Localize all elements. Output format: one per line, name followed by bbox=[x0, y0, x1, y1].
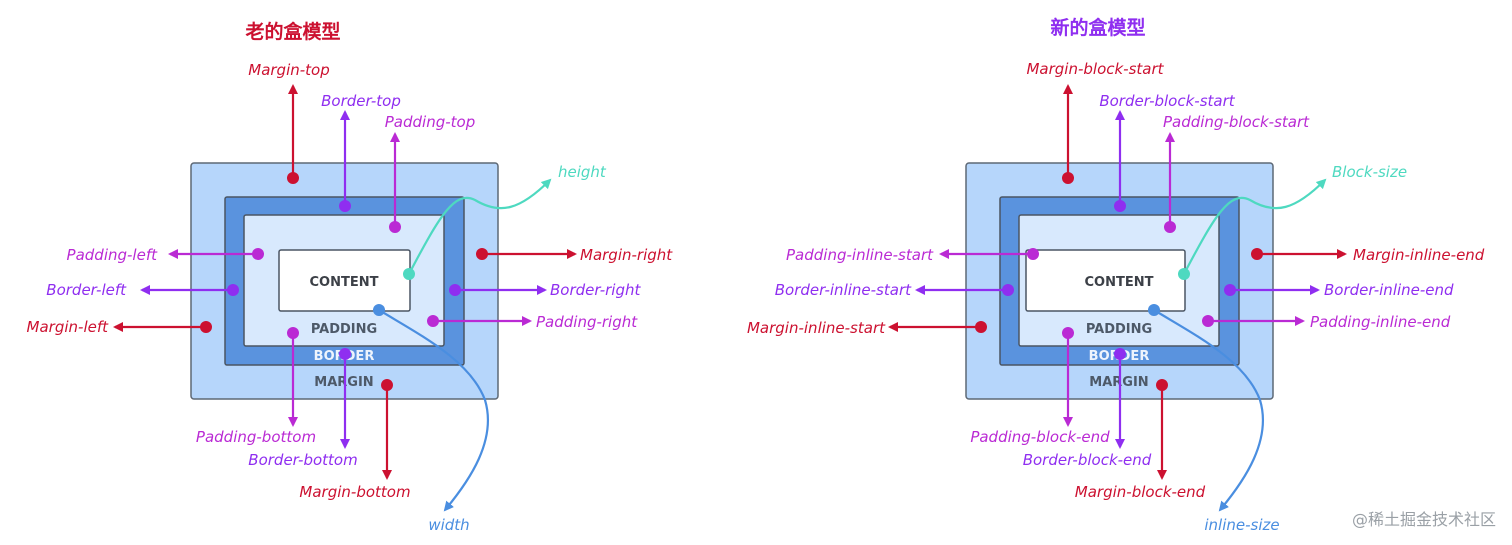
new-box-model: 新的盒模型 CONTENT PADDING BORDER MARGIN Marg… bbox=[747, 16, 1485, 534]
padding-label: PADDING bbox=[1086, 322, 1152, 337]
margin-block-end-label: Margin-block-end bbox=[1075, 483, 1206, 501]
margin-inline-start-dot bbox=[975, 321, 987, 333]
margin-block-start-label: Margin-block-start bbox=[1026, 60, 1164, 78]
content-box bbox=[278, 249, 411, 312]
padding-top-dot bbox=[389, 221, 401, 233]
padding-inline-end-label: Padding-inline-end bbox=[1310, 313, 1451, 331]
margin-left-dot bbox=[200, 321, 212, 333]
border-right-label: Border-right bbox=[550, 281, 642, 299]
margin-left-label: Margin-left bbox=[27, 318, 110, 336]
width-dot bbox=[373, 304, 385, 316]
padding-right-dot bbox=[427, 315, 439, 327]
block-size-dot bbox=[1178, 268, 1190, 280]
content-label: CONTENT bbox=[1085, 275, 1154, 290]
padding-top-label: Padding-top bbox=[385, 113, 475, 131]
border-left-label: Border-left bbox=[46, 281, 127, 299]
padding-block-start-label: Padding-block-start bbox=[1163, 113, 1310, 131]
margin-top-dot bbox=[287, 172, 299, 184]
border-inline-start-label: Border-inline-start bbox=[775, 281, 912, 299]
margin-right-label: Margin-right bbox=[580, 246, 673, 264]
margin-inline-end-label: Margin-inline-end bbox=[1353, 246, 1485, 264]
padding-inline-start-label: Padding-inline-start bbox=[786, 246, 934, 264]
border-bottom-label: Border-bottom bbox=[248, 451, 357, 469]
margin-bottom-dot bbox=[381, 379, 393, 391]
border-inline-end-dot bbox=[1224, 284, 1236, 296]
border-top-label: Border-top bbox=[321, 92, 401, 110]
padding-bottom-label: Padding-bottom bbox=[196, 428, 316, 446]
padding-block-end-label: Padding-block-end bbox=[970, 428, 1110, 446]
height-dot bbox=[403, 268, 415, 280]
margin-bottom-label: Margin-bottom bbox=[299, 483, 410, 501]
border-bottom-dot bbox=[339, 348, 351, 360]
inline-size-dot bbox=[1148, 304, 1160, 316]
margin-block-end-dot bbox=[1156, 379, 1168, 391]
border-block-start-dot bbox=[1114, 200, 1126, 212]
old-box-model: 老的盒模型 CONTENT PADDING BORDER MARGIN Marg… bbox=[27, 20, 674, 534]
border-right-dot bbox=[449, 284, 461, 296]
border-block-end-dot bbox=[1114, 348, 1126, 360]
content-label: CONTENT bbox=[310, 275, 379, 290]
padding-block-start-dot bbox=[1164, 221, 1176, 233]
block-size-label: Block-size bbox=[1332, 163, 1407, 181]
height-arrow bbox=[408, 178, 552, 275]
padding-label: PADDING bbox=[311, 322, 377, 337]
height-label: height bbox=[558, 163, 607, 181]
margin-inline-start-label: Margin-inline-start bbox=[747, 319, 886, 337]
border-block-start-label: Border-block-start bbox=[1099, 92, 1235, 110]
padding-inline-end-dot bbox=[1202, 315, 1214, 327]
padding-left-dot bbox=[252, 248, 264, 260]
content-box bbox=[1025, 249, 1186, 312]
width-label: width bbox=[428, 516, 469, 534]
border-inline-end-label: Border-inline-end bbox=[1324, 281, 1454, 299]
padding-left-label: Padding-left bbox=[67, 246, 159, 264]
inline-size-label: inline-size bbox=[1204, 516, 1279, 534]
old-title: 老的盒模型 bbox=[245, 20, 340, 43]
padding-inline-start-dot bbox=[1027, 248, 1039, 260]
padding-bottom-dot bbox=[287, 327, 299, 339]
padding-block-end-dot bbox=[1062, 327, 1074, 339]
border-top-dot bbox=[339, 200, 351, 212]
border-block-end-label: Border-block-end bbox=[1023, 451, 1152, 469]
block-size-arrow bbox=[1183, 178, 1327, 275]
margin-top-label: Margin-top bbox=[248, 61, 330, 79]
border-left-dot bbox=[227, 284, 239, 296]
new-title: 新的盒模型 bbox=[1050, 16, 1145, 39]
margin-inline-end-dot bbox=[1251, 248, 1263, 260]
margin-block-start-dot bbox=[1062, 172, 1074, 184]
watermark: @稀土掘金技术社区 bbox=[1352, 510, 1496, 529]
border-inline-start-dot bbox=[1002, 284, 1014, 296]
margin-right-dot bbox=[476, 248, 488, 260]
inline-size-arrow bbox=[1153, 309, 1265, 512]
padding-right-label: Padding-right bbox=[536, 313, 638, 331]
width-arrow bbox=[378, 309, 490, 512]
